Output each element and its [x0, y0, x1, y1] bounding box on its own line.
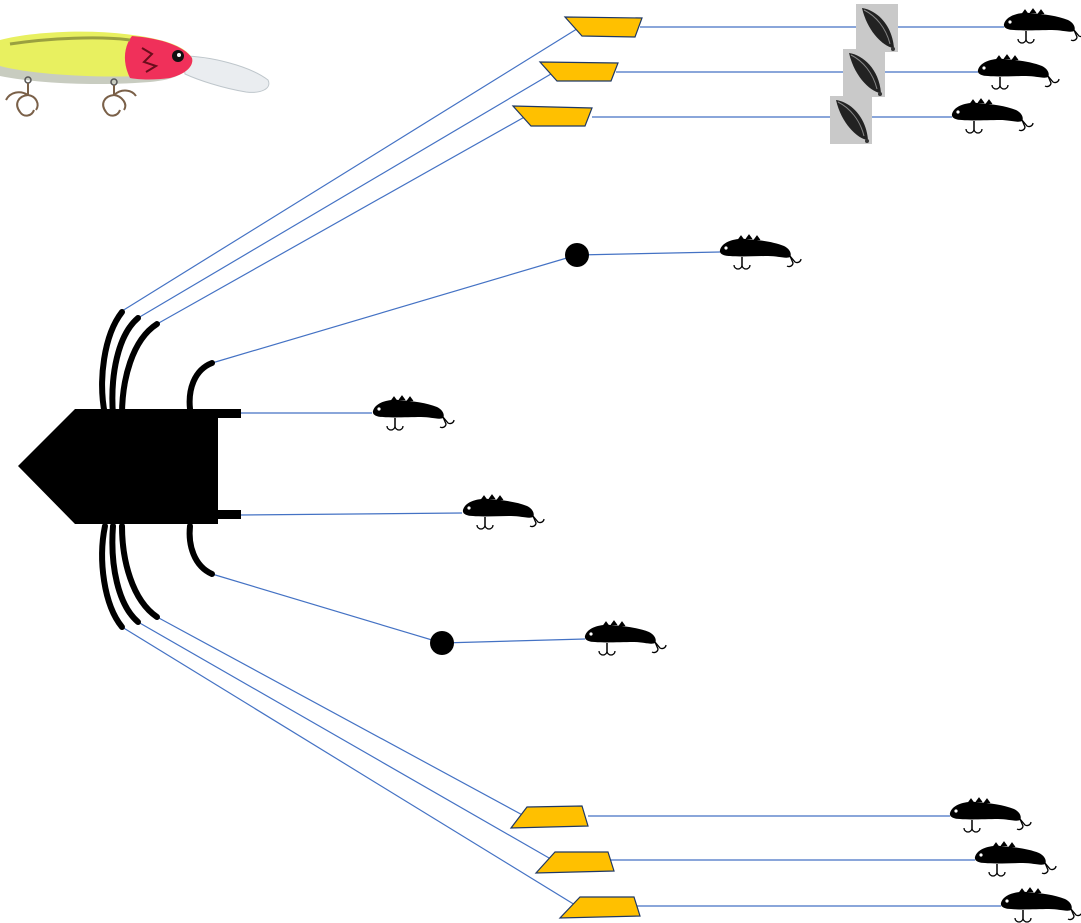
line-lower-weight	[212, 574, 442, 643]
lure-icon	[720, 235, 801, 269]
lure-icon	[373, 396, 454, 430]
lure-icon	[1001, 888, 1081, 922]
weight-icon	[565, 243, 589, 267]
line-flat-lower	[240, 513, 462, 515]
lure-icon	[463, 495, 544, 529]
weight-icon	[430, 631, 454, 655]
lure-icon	[1004, 9, 1081, 43]
line-lower-board-3	[122, 627, 580, 908]
diver-icon	[856, 4, 898, 52]
planer-board-icon	[511, 806, 640, 918]
line-upper-board-3	[157, 115, 528, 324]
boat-icon	[18, 409, 241, 524]
line-upper-board-2	[138, 71, 556, 318]
lure-icon	[952, 99, 1033, 133]
diver-icon	[830, 96, 872, 144]
line-upper-weight	[212, 255, 577, 363]
lure-icon	[978, 55, 1059, 89]
diver-icon	[843, 49, 885, 97]
lure-icon	[975, 842, 1056, 876]
lure-icon	[585, 621, 666, 655]
line-lower-board-1	[157, 617, 528, 818]
line-lower-board-2	[138, 622, 556, 862]
fishing-lines	[122, 27, 1004, 908]
lure-icon	[950, 798, 1031, 832]
crankbait-photo	[0, 32, 269, 116]
lures	[373, 9, 1081, 922]
